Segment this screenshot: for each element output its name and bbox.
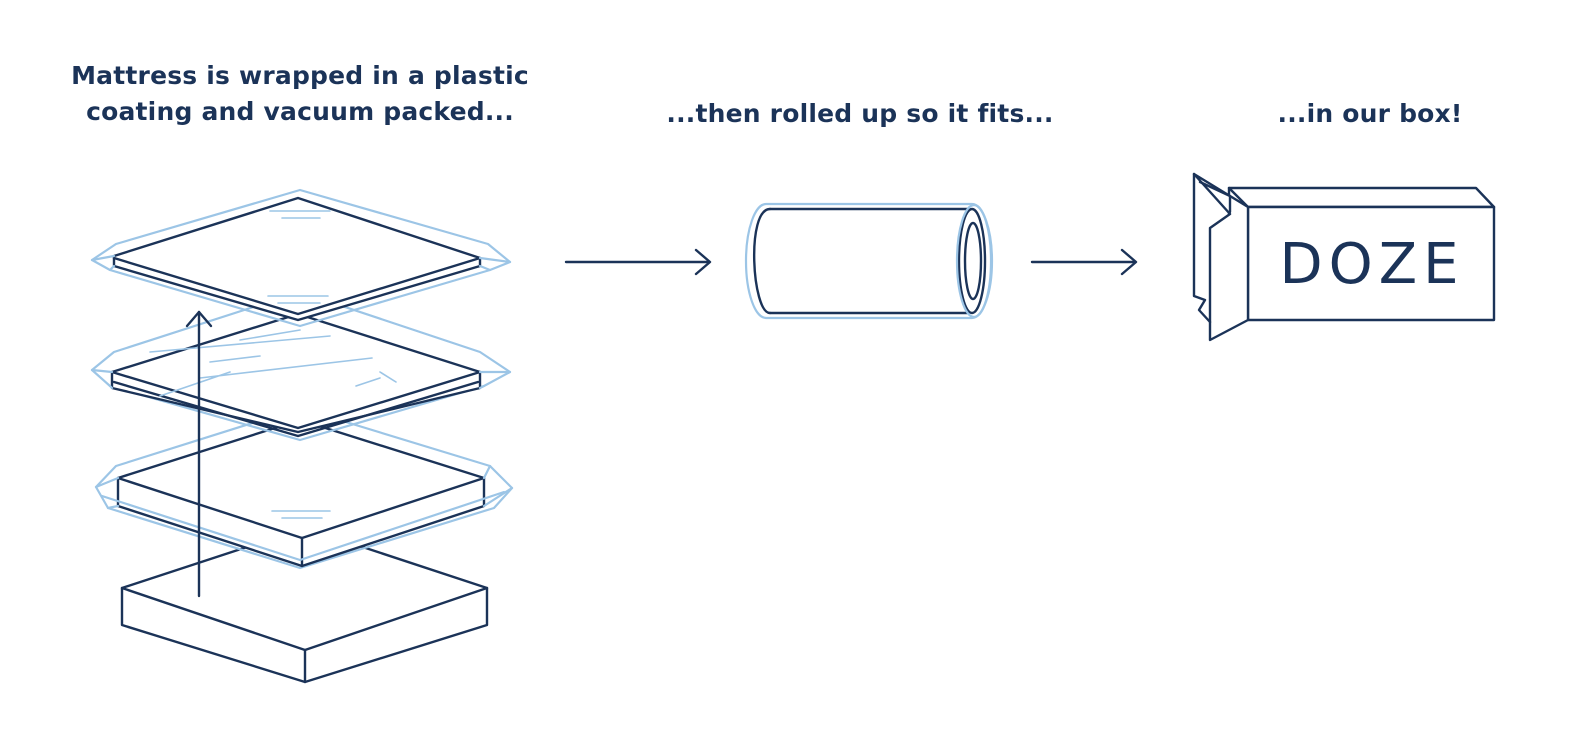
step-1-caption-line-2: coating and vacuum packed... <box>86 97 514 126</box>
step-2-caption-line-1: ...then rolled up so it fits... <box>666 99 1054 128</box>
step-2-caption: ...then rolled up so it fits... <box>640 96 1080 132</box>
box-brand-logo: DOZE <box>1280 232 1465 297</box>
mattress-stack-illustration <box>90 188 514 684</box>
step-3-caption: ...in our box! <box>1220 96 1520 132</box>
step-3-caption-line-1: ...in our box! <box>1277 99 1463 128</box>
plastic-coated-mattress-layer <box>94 406 514 570</box>
step-1-caption-line-1: Mattress is wrapped in a plastic <box>71 61 529 90</box>
stack-up-arrow <box>185 310 213 598</box>
arrow-to-roll <box>564 248 712 276</box>
rolled-mattress-illustration <box>744 202 994 320</box>
doze-box-illustration: DOZE <box>1192 172 1496 342</box>
arrow-to-box <box>1030 248 1138 276</box>
plastic-coating-top-layer <box>90 188 512 328</box>
step-1-caption: Mattress is wrapped in a plastic coating… <box>60 58 540 130</box>
